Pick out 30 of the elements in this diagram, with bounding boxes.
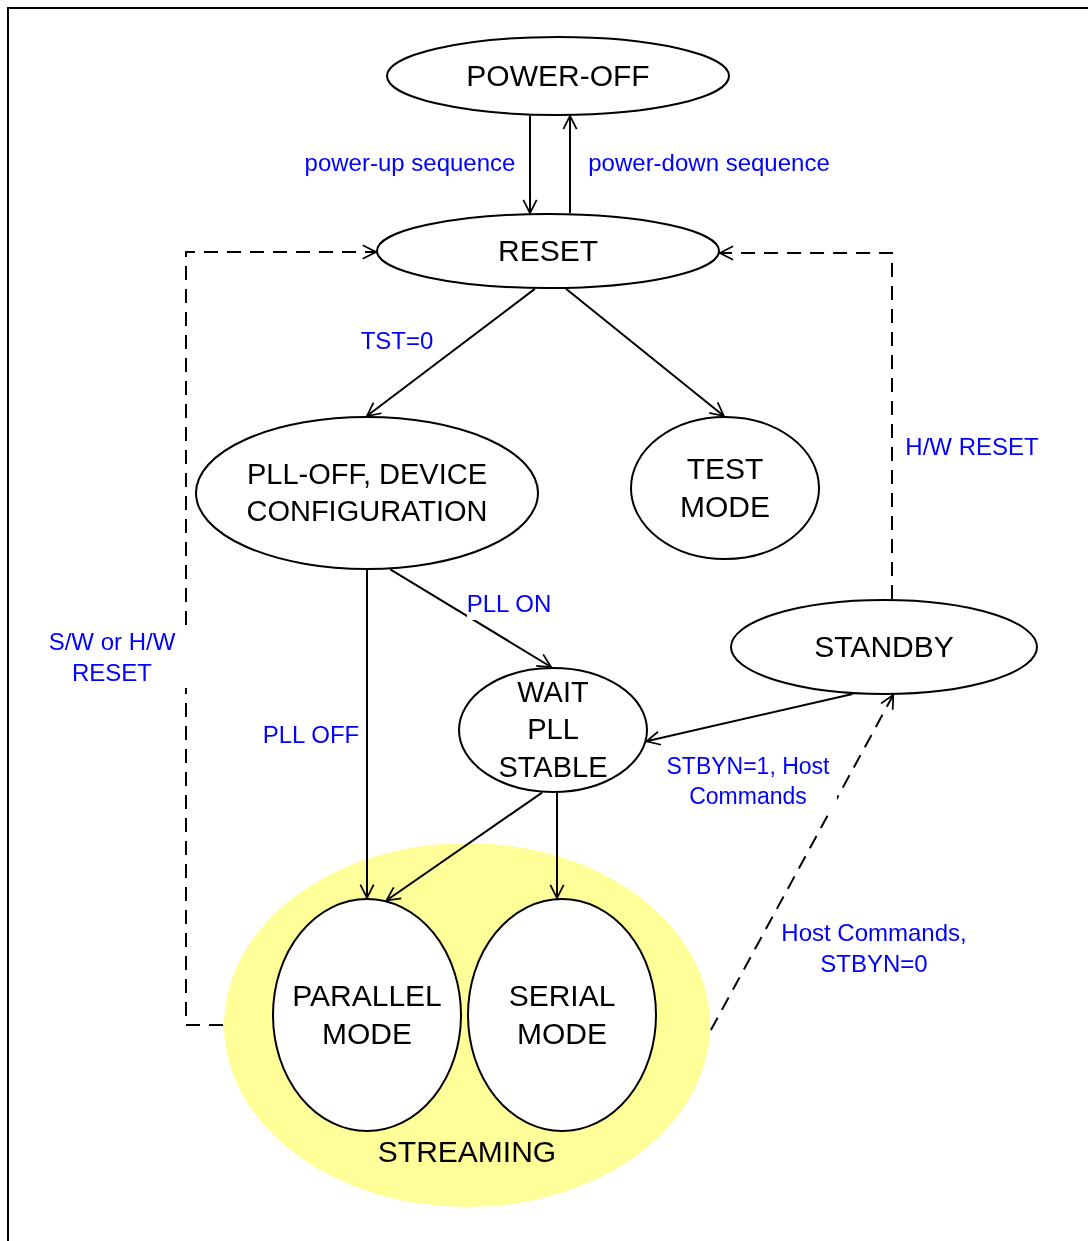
transition-arrow — [549, 791, 565, 900]
transition-arrow — [365, 287, 536, 417]
transition-arrow — [645, 693, 854, 746]
state-label: TEST MODE — [679, 450, 771, 525]
transition-arrow — [562, 114, 578, 215]
transition-arrow — [359, 569, 375, 899]
state-label: RESET — [497, 232, 599, 269]
state-ellipse — [376, 213, 720, 289]
state-label: PARALLEL MODE — [291, 977, 443, 1052]
state-label: PLL-OFF, DEVICE CONFIGURATION — [246, 456, 488, 529]
state-label: STANDBY — [813, 628, 955, 665]
state-ellipse — [467, 898, 657, 1132]
transition-arrow — [718, 245, 893, 601]
transition-arrow — [709, 693, 895, 1032]
transition-arrow — [385, 791, 544, 902]
transition-arrow — [564, 287, 725, 417]
transition-arrow — [185, 244, 378, 1026]
transition-arrow — [389, 568, 553, 668]
state-ellipse — [630, 416, 820, 560]
state-ellipse — [272, 898, 462, 1132]
state-label: POWER-OFF — [465, 57, 651, 94]
state-ellipse — [730, 599, 1038, 695]
state-ellipse — [458, 667, 648, 793]
state-ellipse — [195, 416, 539, 570]
state-ellipse — [223, 842, 711, 1208]
state-label: WAIT PLL STABLE — [498, 675, 608, 785]
state-label: STREAMING — [376, 1134, 558, 1170]
state-label: SERIAL MODE — [507, 977, 617, 1052]
state-ellipse — [386, 36, 730, 116]
transition-arrow — [522, 114, 538, 215]
